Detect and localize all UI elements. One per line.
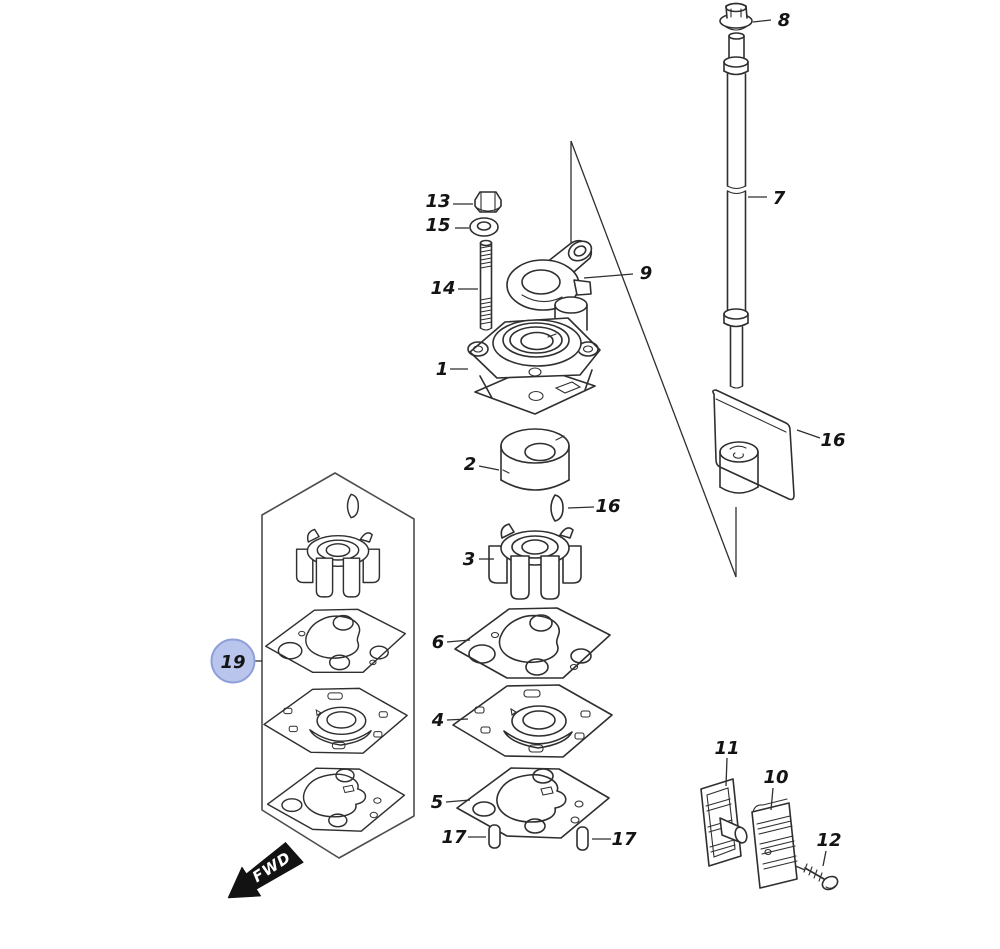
part-1-pump-case[interactable] xyxy=(467,296,601,415)
part-7-water-pipe[interactable] xyxy=(723,32,749,389)
callout-9[interactable]: 9 xyxy=(640,263,653,284)
callout-3[interactable]: 3 xyxy=(463,549,476,570)
part-11-seal[interactable] xyxy=(700,778,749,867)
callout-11[interactable]: 11 xyxy=(714,738,739,759)
callout-7[interactable]: 7 xyxy=(773,188,786,209)
part-10-seal[interactable] xyxy=(751,798,798,889)
callout-14[interactable]: 14 xyxy=(430,278,455,299)
callout-5[interactable]: 5 xyxy=(431,792,444,813)
callout-2[interactable]: 2 xyxy=(464,454,477,475)
fwd-direction-marker: FWD xyxy=(227,842,304,899)
part-17-pin-left[interactable] xyxy=(488,824,501,849)
callout-16-key[interactable]: 16 xyxy=(595,496,620,517)
callout-19[interactable]: 19 xyxy=(220,652,245,673)
callout-17-left[interactable]: 17 xyxy=(441,827,467,848)
part-8-grommet[interactable] xyxy=(719,2,753,31)
highlight-circle[interactable] xyxy=(210,638,256,684)
callout-15[interactable]: 15 xyxy=(425,215,450,236)
part-14-stud-bolt[interactable] xyxy=(479,239,493,331)
part-12-screw[interactable] xyxy=(803,863,840,892)
part-15-washer[interactable] xyxy=(469,217,499,237)
callout-13[interactable]: 13 xyxy=(425,191,450,212)
part-17-pin-right[interactable] xyxy=(576,826,589,851)
fwd-arrow-icon xyxy=(227,842,304,899)
callout-8[interactable]: 8 xyxy=(778,10,791,31)
callout-10[interactable]: 10 xyxy=(763,767,788,788)
part-4-plate[interactable] xyxy=(452,684,613,758)
part-3-impeller[interactable] xyxy=(488,523,582,600)
callout-labels: 8 7 13 15 14 9 1 2 16 3 6 4 5 17 17 16 1… xyxy=(425,10,845,851)
part-13-nut[interactable] xyxy=(474,191,502,213)
callout-6[interactable]: 6 xyxy=(432,632,445,653)
callout-1[interactable]: 1 xyxy=(436,359,449,380)
callout-17-right[interactable]: 17 xyxy=(611,829,637,850)
part-2-cup[interactable] xyxy=(500,428,570,491)
part-16-key[interactable] xyxy=(550,494,564,522)
part-6-gasket[interactable] xyxy=(454,607,611,679)
part-9-pipe-holder[interactable] xyxy=(506,237,595,311)
part-19-repair-kit[interactable] xyxy=(261,472,415,859)
callout-19-highlight[interactable]: 19 xyxy=(210,638,256,684)
callout-12[interactable]: 12 xyxy=(816,830,841,851)
leader-lines xyxy=(248,19,827,867)
part-16-damper[interactable] xyxy=(712,389,795,501)
callout-16-damper[interactable]: 16 xyxy=(820,430,845,451)
stud-thread-hatch xyxy=(479,245,493,325)
callout-4[interactable]: 4 xyxy=(431,710,445,731)
